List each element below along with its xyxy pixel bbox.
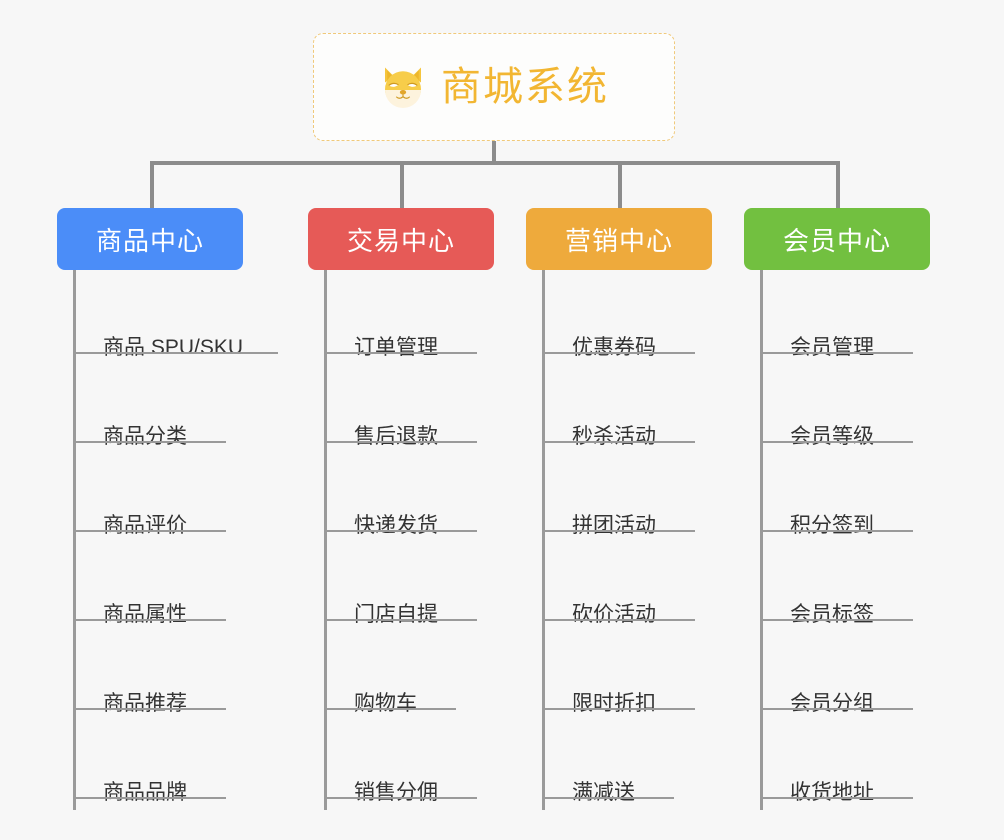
leaf-label: 会员等级 [790, 424, 874, 448]
connector-horizontal-bus [150, 161, 840, 165]
leaf-label: 商品属性 [103, 602, 187, 626]
leaf-underline [542, 530, 695, 532]
leaf-underline [760, 797, 913, 799]
leaf-underline [760, 708, 913, 710]
leaf-underline [760, 441, 913, 443]
spine-product-center [73, 270, 76, 810]
leaf-label: 订单管理 [354, 335, 438, 359]
connector-drop-trade-center [400, 161, 404, 209]
leaf-label: 会员管理 [790, 335, 874, 359]
category-box-product-center[interactable]: 商品中心 [57, 208, 243, 270]
root-node-label: 商城系统 [441, 65, 609, 109]
shiba-dog-icon [385, 67, 421, 108]
root-node-shop-system[interactable]: 商城系统 [313, 33, 675, 141]
leaf-underline [324, 708, 456, 710]
category-label-trade-center: 交易中心 [346, 225, 455, 256]
leaf-underline [73, 441, 226, 443]
leaf-label: 满减送 [572, 780, 635, 804]
leaf-label: 售后退款 [354, 424, 438, 448]
leaf-label: 购物车 [354, 691, 417, 715]
leaf-underline [73, 797, 226, 799]
leaf-underline [324, 530, 477, 532]
leaf-label: 秒杀活动 [572, 424, 656, 448]
leaf-underline [542, 619, 695, 621]
spine-marketing-center [542, 270, 545, 810]
leaf-underline [324, 352, 477, 354]
leaf-label: 积分签到 [790, 513, 874, 537]
leaf-label: 快递发货 [354, 513, 438, 537]
leaf-label: 优惠券码 [572, 335, 656, 359]
leaf-label: 会员标签 [790, 602, 874, 626]
leaf-underline [73, 352, 278, 354]
category-label-marketing-center: 营销中心 [564, 225, 673, 256]
leaf-label: 限时折扣 [572, 691, 656, 715]
leaf-label: 拼团活动 [572, 513, 656, 537]
leaf-underline [760, 619, 913, 621]
leaf-underline [324, 797, 477, 799]
leaf-underline [760, 530, 913, 532]
leaf-label: 收货地址 [790, 780, 874, 804]
leaf-underline [73, 530, 226, 532]
spine-trade-center [324, 270, 327, 810]
category-box-marketing-center[interactable]: 营销中心 [526, 208, 712, 270]
leaf-underline [542, 352, 695, 354]
leaf-underline [73, 619, 226, 621]
spine-member-center [760, 270, 763, 810]
category-label-member-center: 会员中心 [782, 225, 891, 256]
category-label-product-center: 商品中心 [95, 225, 204, 256]
leaf-label: 商品推荐 [103, 691, 187, 715]
leaf-label: 商品品牌 [103, 780, 187, 804]
leaf-label: 商品 SPU/SKU [103, 335, 244, 359]
connector-root-stem [492, 141, 496, 164]
connector-drop-marketing-center [618, 161, 622, 209]
leaf-underline [760, 352, 913, 354]
leaf-underline [542, 797, 674, 799]
leaf-label: 商品评价 [103, 513, 187, 537]
leaf-label: 门店自提 [354, 602, 438, 626]
connector-drop-member-center [836, 161, 840, 209]
category-box-member-center[interactable]: 会员中心 [744, 208, 930, 270]
connector-drop-product-center [150, 161, 154, 209]
leaf-underline [542, 441, 695, 443]
leaf-underline [324, 441, 477, 443]
leaf-label: 砍价活动 [572, 602, 656, 626]
leaf-underline [542, 708, 695, 710]
leaf-label: 商品分类 [103, 424, 187, 448]
leaf-underline [73, 708, 226, 710]
category-box-trade-center[interactable]: 交易中心 [308, 208, 494, 270]
leaf-underline [324, 619, 477, 621]
leaf-label: 会员分组 [790, 691, 874, 715]
leaf-label: 销售分佣 [354, 780, 438, 804]
